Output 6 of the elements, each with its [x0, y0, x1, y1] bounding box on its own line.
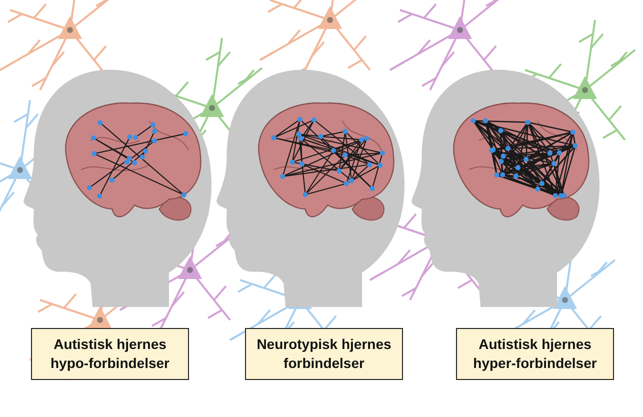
- caption-text: Autistisk hjernes hyper-forbindelser: [472, 335, 598, 373]
- caption-text: Neurotypisk hjernes forbindelser: [256, 335, 392, 373]
- caption-box: [245, 328, 403, 380]
- caption-text: Autistisk hjernes hypo-forbindelser: [49, 335, 170, 373]
- caption-box: [456, 328, 614, 380]
- caption-box: [31, 328, 189, 380]
